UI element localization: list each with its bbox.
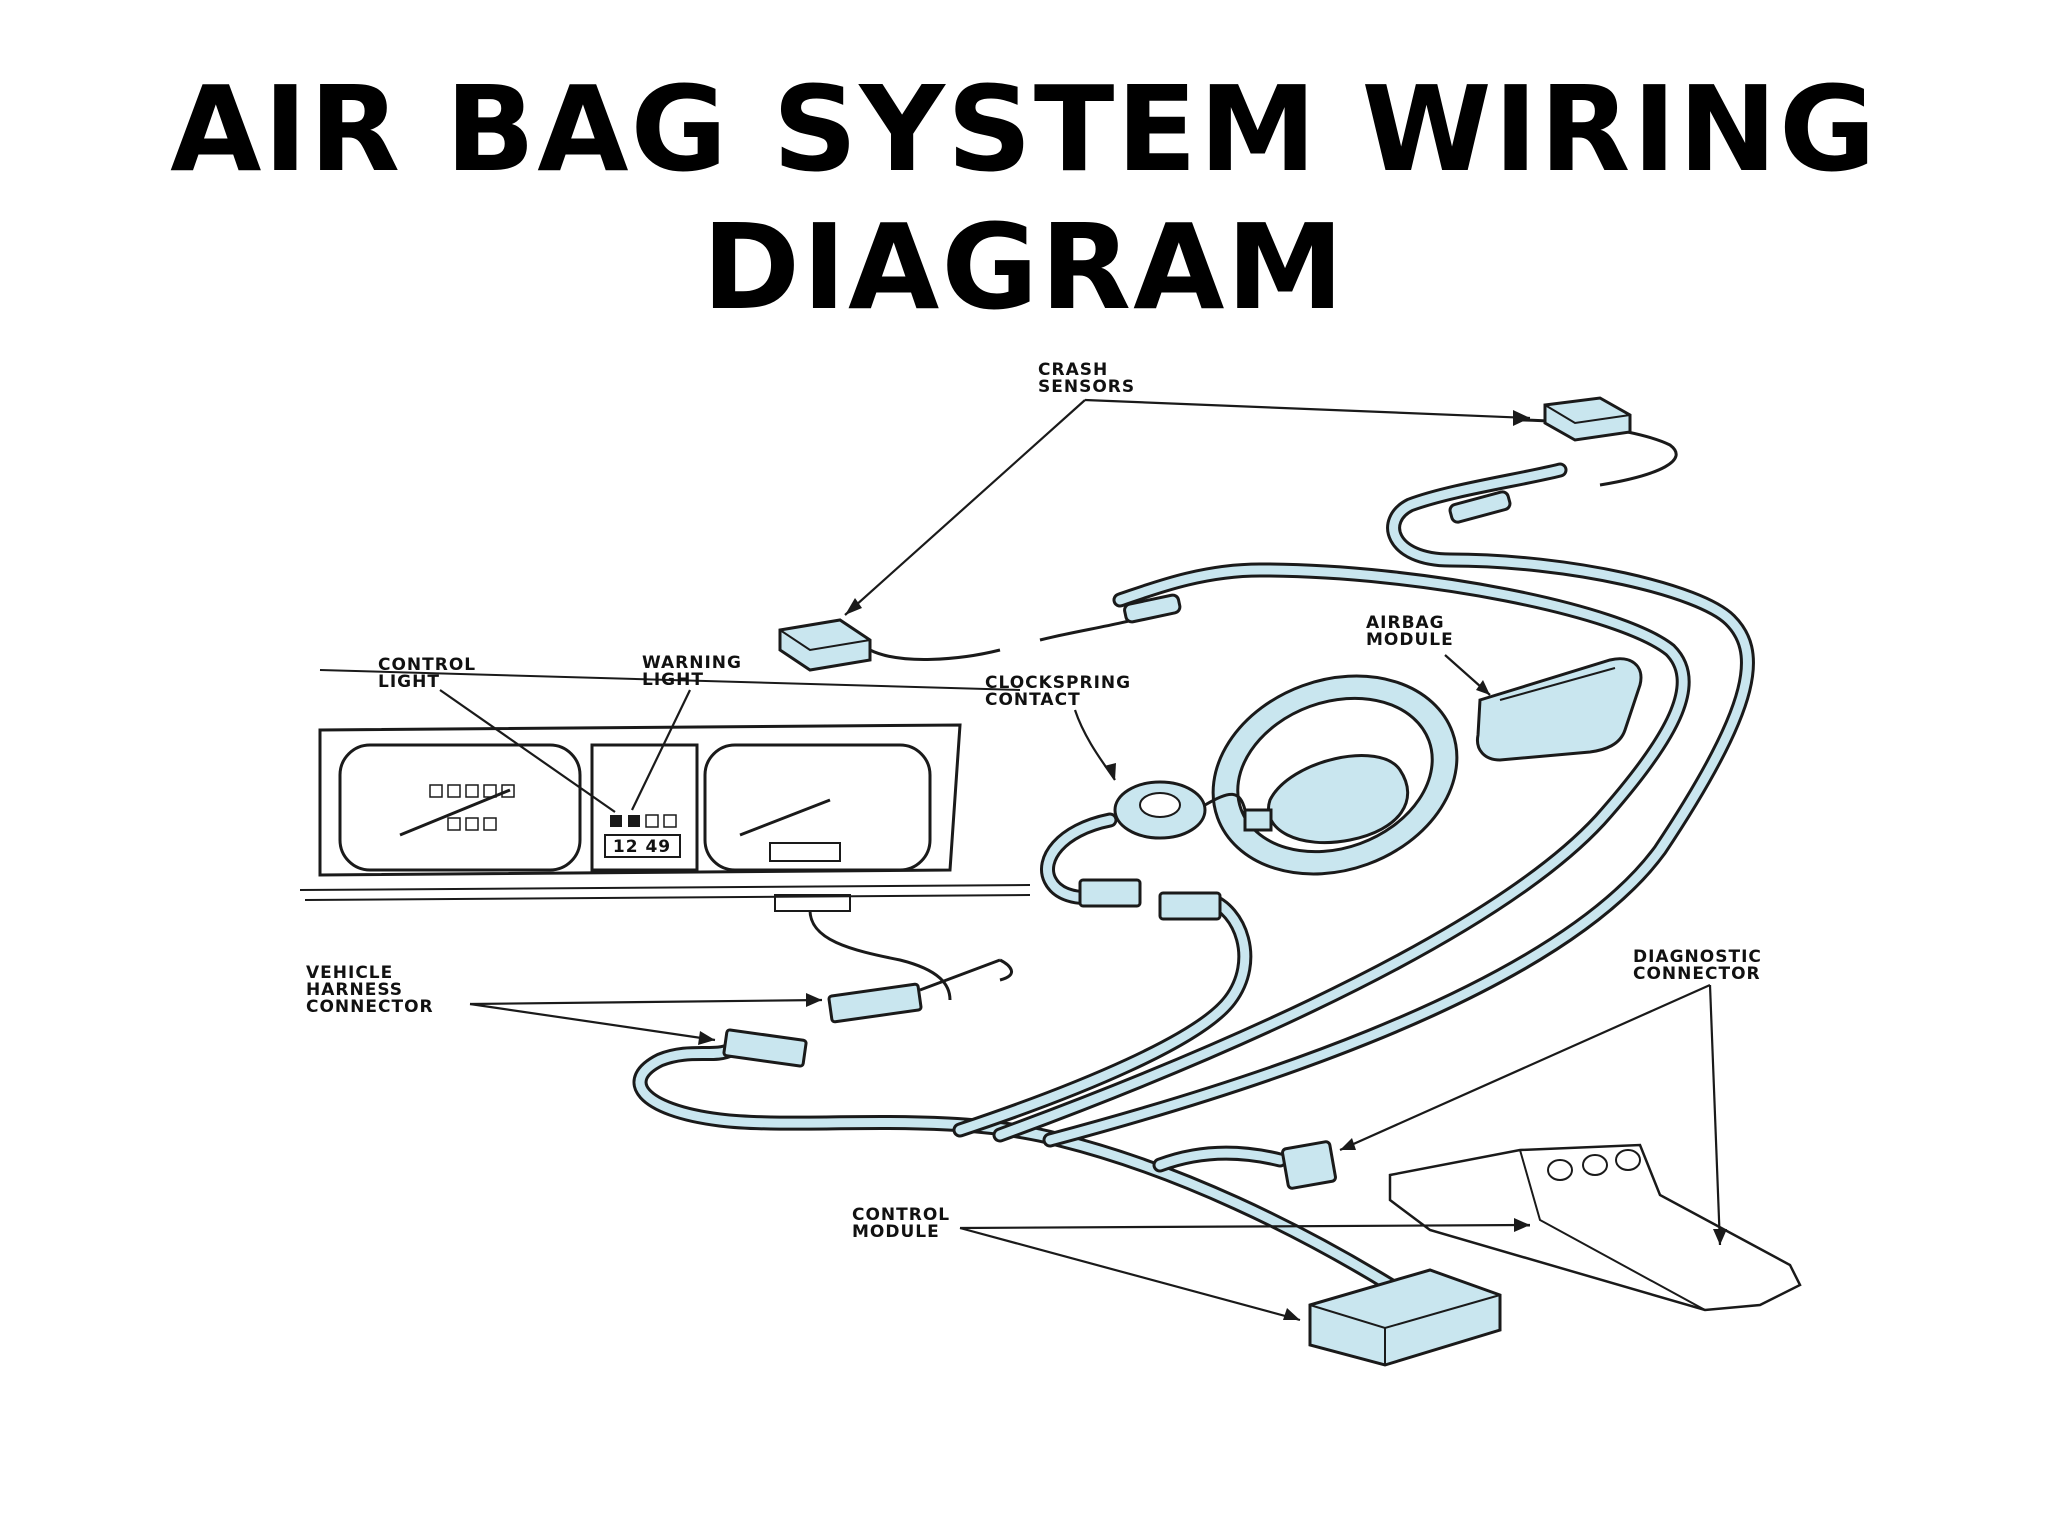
svg-text:CRASH: CRASH xyxy=(1038,360,1108,380)
svg-text:LIGHT: LIGHT xyxy=(378,672,440,692)
label-diagnostic-connector: DIAGNOSTIC CONNECTOR xyxy=(1633,947,1762,984)
crash-sensor-left xyxy=(778,618,872,672)
svg-text:CLOCKSPRING: CLOCKSPRING xyxy=(985,673,1131,693)
label-crash-sensors: CRASH SENSORS xyxy=(1038,360,1135,397)
clockspring-connector-a xyxy=(1078,878,1142,908)
arrowheads xyxy=(698,410,1727,1320)
svg-text:HARNESS: HARNESS xyxy=(306,980,403,1000)
instrument-cluster: 12 49 xyxy=(299,669,1031,912)
label-vehicle-harness-connector: VEHICLE HARNESS CONNECTOR xyxy=(306,963,434,1017)
svg-text:CONNECTOR: CONNECTOR xyxy=(1633,964,1761,984)
tachometer-display xyxy=(769,842,841,862)
leader-lines xyxy=(439,398,1722,1322)
diagnostic-connector xyxy=(1281,1140,1337,1190)
inline-connector-left xyxy=(1123,593,1182,624)
label-clockspring-contact: CLOCKSPRING CONTACT xyxy=(985,673,1131,710)
svg-text:CONTROL: CONTROL xyxy=(852,1205,950,1225)
clockspring xyxy=(1078,780,1273,921)
odometer-display xyxy=(604,834,681,858)
svg-text:CONTACT: CONTACT xyxy=(985,690,1081,710)
center-console xyxy=(1388,1143,1802,1312)
svg-text:DIAGNOSTIC: DIAGNOSTIC xyxy=(1633,947,1762,967)
control-module xyxy=(1308,1268,1502,1367)
warning-light-lamp xyxy=(628,815,640,827)
speedometer xyxy=(338,743,582,872)
svg-text:MODULE: MODULE xyxy=(1366,630,1454,650)
svg-text:AIRBAG: AIRBAG xyxy=(1366,613,1445,633)
speedometer-warning-lamps xyxy=(429,784,515,831)
tachometer xyxy=(703,743,932,872)
control-light-lamp xyxy=(610,815,622,827)
tachometer-needle xyxy=(739,798,831,837)
odometer-text: 12 49 xyxy=(613,837,671,857)
center-panel xyxy=(590,743,699,872)
label-airbag-module: AIRBAG MODULE xyxy=(1366,613,1454,650)
page-title: AIR BAG SYSTEM WIRING DIAGRAM xyxy=(0,60,2048,336)
svg-text:LIGHT: LIGHT xyxy=(642,670,704,690)
clockspring-connector-b xyxy=(1158,891,1222,921)
title-line-2: DIAGRAM xyxy=(702,198,1346,336)
svg-text:CONNECTOR: CONNECTOR xyxy=(306,997,434,1017)
svg-text:CONTROL: CONTROL xyxy=(378,655,476,675)
svg-text:WARNING: WARNING xyxy=(642,653,742,673)
steering-wheel xyxy=(1211,674,1459,876)
label-control-light: CONTROL LIGHT xyxy=(378,655,476,692)
inline-connector-right xyxy=(1448,490,1512,524)
svg-text:MODULE: MODULE xyxy=(852,1222,940,1242)
label-warning-light: WARNING LIGHT xyxy=(642,653,742,690)
svg-text:SENSORS: SENSORS xyxy=(1038,377,1135,397)
title-line-1: AIR BAG SYSTEM WIRING xyxy=(170,60,1878,198)
airbag-module xyxy=(1475,657,1643,762)
wire-harness xyxy=(632,418,1755,1293)
svg-text:VEHICLE: VEHICLE xyxy=(306,963,393,983)
vehicle-harness-connector-lower xyxy=(722,1028,808,1068)
vehicle-harness-connector-upper xyxy=(827,958,1001,1024)
cluster-plug xyxy=(774,894,851,912)
label-control-module: CONTROL MODULE xyxy=(852,1205,950,1242)
crash-sensor-right xyxy=(1543,396,1632,442)
